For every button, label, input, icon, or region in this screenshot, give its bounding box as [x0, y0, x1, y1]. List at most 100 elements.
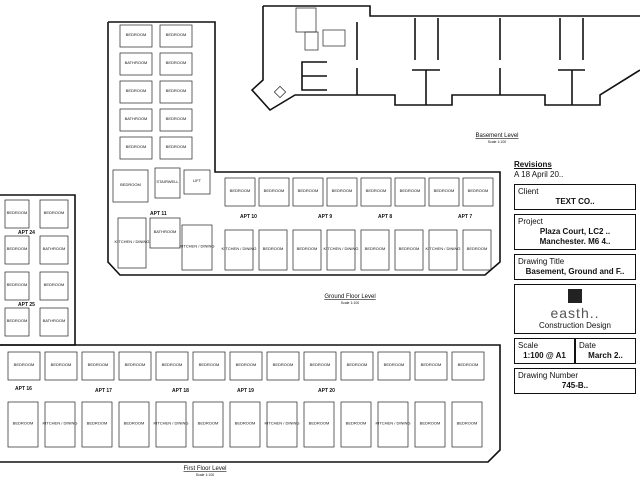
room-label: BEDROOM: [421, 362, 442, 367]
room-bedroom: [118, 351, 152, 381]
ground-floor-title: Ground Floor Level: [324, 294, 375, 300]
room-label: BEDROOM: [87, 421, 108, 426]
client-box: Client TEXT CO..: [514, 184, 636, 210]
room-bedroom: [428, 177, 460, 207]
project-line1: Plaza Court, LC2 ..: [539, 227, 611, 236]
room-bedroom: [159, 52, 193, 76]
room-label: BEDROOM: [166, 144, 187, 149]
room-bedroom: [462, 177, 494, 207]
room-label: BEDROOM: [310, 362, 331, 367]
room-label: BEDROOM: [166, 60, 187, 65]
room-kitchen: [428, 229, 458, 271]
room-label: BEDROOM: [126, 88, 147, 93]
room-label: BEDROOM: [467, 246, 488, 251]
room-bedroom: [394, 177, 426, 207]
apt-label: APT 20: [318, 388, 335, 394]
room-label: BEDROOM: [420, 421, 441, 426]
room-kitchen: [155, 401, 187, 448]
room-label: BEDROOM: [51, 362, 72, 367]
room-bedroom: [39, 199, 69, 229]
room-stairwell: [154, 167, 181, 199]
room-label: BEDROOM: [264, 188, 285, 193]
room-label: KITCHEN / DINING: [115, 239, 150, 244]
room-label: BEDROOM: [198, 421, 219, 426]
room-bedroom: [4, 235, 30, 265]
room-bathroom: [39, 307, 69, 337]
room-label: KITCHEN / DINING: [426, 246, 461, 251]
room-bedroom: [119, 136, 153, 160]
basement-plan: Basement Level Scale 1:100: [250, 5, 640, 144]
ground-floor-scale: Scale 1:100: [341, 301, 360, 305]
apt-label: APT 11: [150, 211, 167, 217]
room-label: KITCHEN / DINING: [324, 246, 359, 251]
room-label: BEDROOM: [399, 246, 420, 251]
room-label: BATHROOM: [125, 116, 148, 121]
room-bedroom: [118, 401, 150, 448]
room-bedroom: [155, 351, 189, 381]
room-label: BEDROOM: [298, 188, 319, 193]
room-label: BEDROOM: [236, 362, 257, 367]
room-bedroom: [414, 351, 448, 381]
room-label: BEDROOM: [366, 188, 387, 193]
room-kitchen: [224, 229, 254, 271]
room-label: KITCHEN / DINING: [222, 246, 257, 251]
project-label: Project: [518, 217, 543, 226]
outlines: [0, 21, 501, 463]
room-label: BEDROOM: [7, 210, 28, 215]
room-label: BEDROOM: [365, 246, 386, 251]
room-bedroom: [360, 229, 390, 271]
revision-entry: A 18 April 20..: [514, 170, 564, 179]
apartment-labels: APT 11 APT 10 APT 9 APT 8 APT 7 APT 16 A…: [15, 211, 472, 394]
room-bedroom: [39, 271, 69, 301]
apt-label: APT 9: [318, 214, 332, 220]
room-label: BEDROOM: [199, 362, 220, 367]
date-label: Date: [579, 341, 596, 350]
room-bedroom: [394, 229, 424, 271]
room-kitchen: [266, 401, 298, 448]
room-kitchen: [44, 401, 76, 448]
room-bedroom: [81, 351, 115, 381]
room-bedroom: [451, 401, 483, 448]
room-label: BEDROOM: [13, 421, 34, 426]
room-label: BATHROOM: [43, 246, 66, 251]
room-label: KITCHEN / DINING: [376, 421, 411, 426]
project-line2: Manchester. M6 4..: [539, 237, 611, 246]
room-kitchen: [117, 217, 147, 269]
room-bedroom: [292, 229, 322, 271]
room-label: BEDROOM: [44, 282, 65, 287]
room-label: BATHROOM: [43, 318, 66, 323]
room-label: BEDROOM: [434, 188, 455, 193]
room-label: BEDROOM: [7, 318, 28, 323]
room-lift: [183, 169, 211, 195]
room-bedroom: [159, 80, 193, 104]
apt-label: APT 19: [237, 388, 254, 394]
room-label: BEDROOM: [235, 421, 256, 426]
room-bedroom: [44, 351, 78, 381]
apt-label: APT 8: [378, 214, 392, 220]
date-value: March 2..: [588, 351, 623, 360]
room-label: BEDROOM: [457, 421, 478, 426]
company-box: easth.. Construction Design: [514, 284, 636, 334]
room-bedroom: [112, 169, 149, 203]
room-label: BEDROOM: [7, 282, 28, 287]
apt-label: APT 17: [95, 388, 112, 394]
room-label: BEDROOM: [166, 32, 187, 37]
room-bedroom: [340, 351, 374, 381]
room-label: BEDROOM: [120, 182, 141, 187]
apt-label: APT 24: [18, 230, 35, 236]
room-label: BEDROOM: [166, 116, 187, 121]
room-bathroom: [149, 217, 181, 249]
first-floor-title: First Floor Level: [183, 466, 226, 472]
room-bedroom: [224, 177, 256, 207]
room-label: STAIRWELL: [156, 179, 179, 184]
room-label: BEDROOM: [458, 362, 479, 367]
apt-label: APT 16: [15, 386, 32, 392]
room-label: BATHROOM: [154, 229, 177, 234]
room-bedroom: [258, 229, 288, 271]
scale-value: 1:100 @ A1: [523, 351, 566, 360]
drawing-title-label: Drawing Title: [518, 257, 565, 266]
room-label: KITCHEN / DINING: [265, 421, 300, 426]
level-titles: Ground Floor Level Scale 1:100 First Flo…: [183, 294, 375, 477]
room-kitchen: [377, 401, 409, 448]
